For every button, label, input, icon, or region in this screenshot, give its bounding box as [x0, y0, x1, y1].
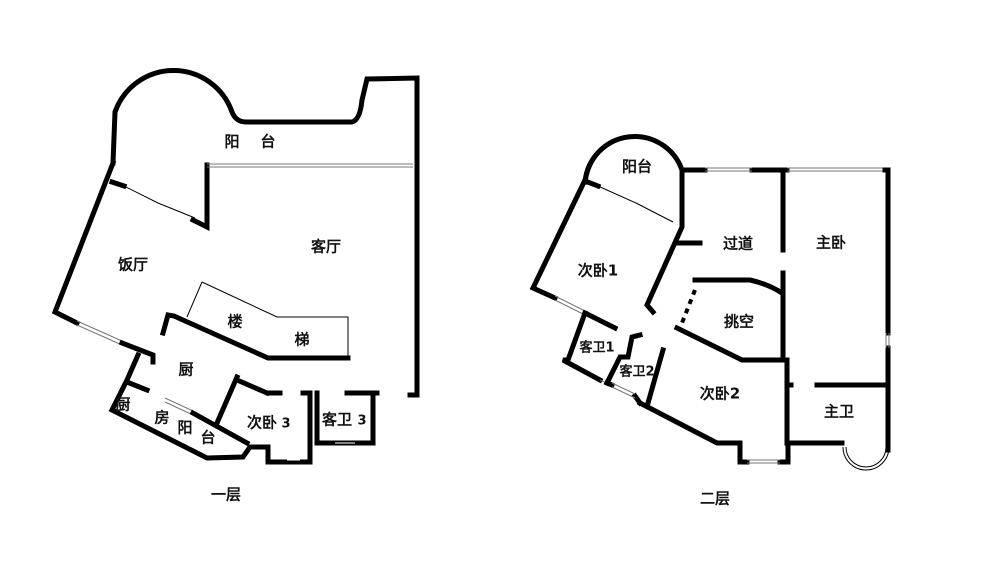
wall [108, 178, 128, 190]
bay-window [842, 446, 890, 471]
wall [189, 162, 210, 232]
room-label-dining: 饭厅 [117, 256, 148, 274]
room-label-bedroom1: 次卧1 [578, 262, 618, 280]
room-label-living: 客厅 [310, 238, 341, 256]
window [76, 320, 123, 346]
room-label-kitchen-balcony: 阳 [177, 419, 192, 437]
room-label-master-bedroom: 主卧 [816, 234, 846, 252]
sliding-door [123, 185, 196, 219]
room-label-balcony: 台 [260, 133, 275, 151]
stair-outline [186, 281, 349, 357]
room-label-bath2: 客卫2 [619, 364, 654, 380]
room-label-bath1: 客卫1 [579, 340, 614, 356]
window [164, 397, 194, 416]
room-label-bath3: 客卫 [321, 411, 352, 429]
floor1-lower-wall [108, 351, 313, 465]
room-label-bedroom3: 次卧 [247, 414, 277, 432]
floor2-caption: 二层 [700, 490, 730, 508]
room-label-kitchen-balcony: 厨 [115, 396, 130, 414]
window [747, 459, 780, 464]
room-label-stair: 楼 [227, 313, 242, 331]
floor2-lower-wall [636, 399, 891, 465]
bath2-wall [603, 331, 667, 407]
railing [678, 289, 697, 329]
room-label-void: 挑空 [724, 313, 754, 331]
room-label-bedroom3-number: 3 [281, 417, 290, 432]
floor1-caption: 一层 [211, 486, 241, 504]
wall [51, 159, 117, 327]
wall [213, 373, 271, 427]
window [885, 333, 890, 348]
void-wall [673, 324, 790, 363]
wall [882, 167, 891, 450]
floor2-plan: 阳台 过道 主卧 次卧1 挑空 客卫1 客卫2 次卧2 主卫 二层 [529, 133, 891, 508]
wall [603, 379, 644, 407]
wall [529, 176, 589, 302]
room-label-stair: 梯 [294, 331, 309, 349]
wall [581, 309, 619, 332]
room-label-bedroom2: 次卧2 [700, 385, 740, 403]
bath1-wall [561, 309, 604, 384]
floor2-balcony-wall [582, 133, 685, 316]
floor1-plan: 阳 台 客厅 饭厅 楼 梯 厨 厨 房 阳 台 次卧 3 客卫 3 一层 [51, 68, 420, 504]
sliding-door [597, 185, 674, 223]
window [705, 167, 885, 172]
room-label-kitchen: 厨 [178, 361, 193, 379]
window [554, 295, 586, 316]
room-label-bath3-number: 3 [357, 414, 366, 429]
floor1-outer-wall [110, 68, 420, 398]
wall [189, 409, 251, 447]
room-label-balcony: 阳台 [622, 158, 652, 176]
room-label-master-bath: 主卫 [824, 403, 854, 421]
stair-wall [159, 312, 351, 361]
wall [581, 177, 602, 190]
room-label-kitchen-balcony: 房 [154, 409, 169, 427]
wall [118, 339, 156, 365]
room-label-balcony: 阳 [224, 133, 239, 151]
void-wall [692, 277, 786, 297]
room-label-kitchen-balcony: 台 [200, 429, 215, 447]
glass-door [207, 163, 413, 168]
wall [123, 378, 151, 394]
room-label-corridor: 过道 [723, 235, 753, 253]
window [611, 382, 636, 399]
